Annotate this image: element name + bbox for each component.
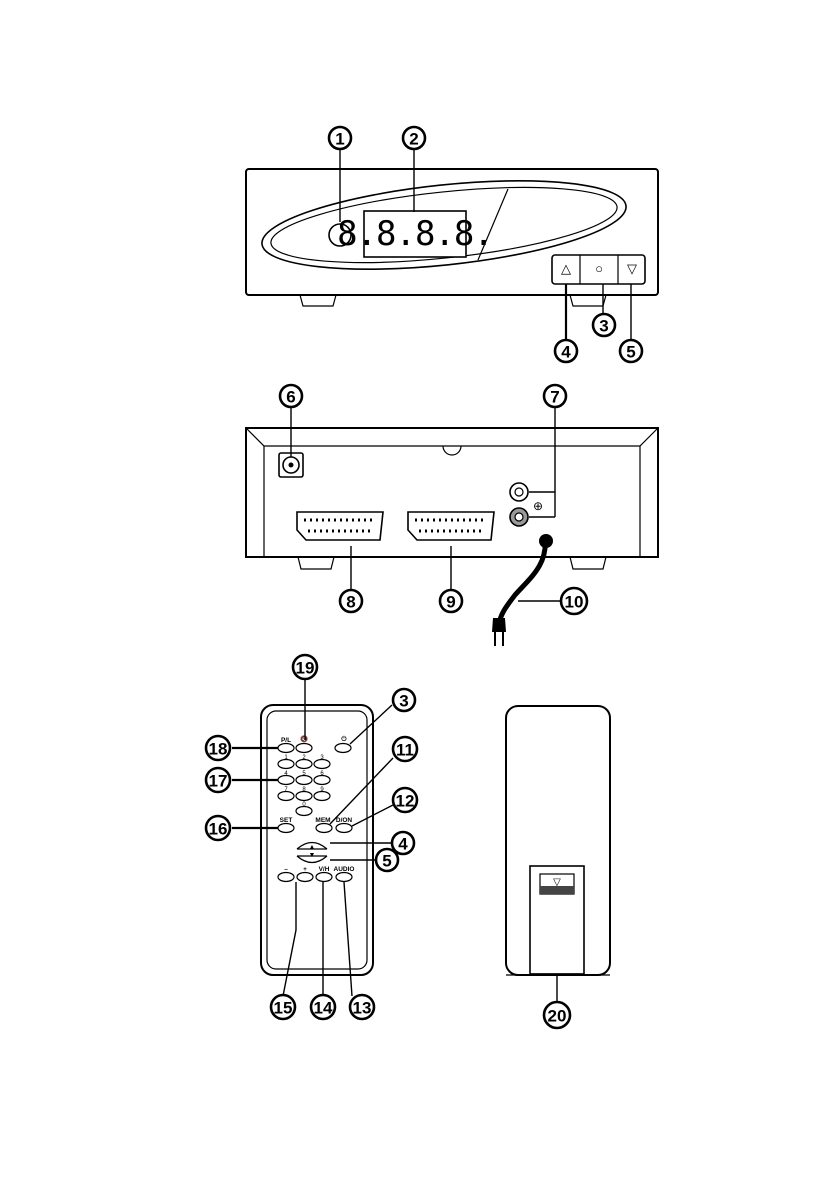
svg-text:20: 20 [548, 1007, 567, 1026]
svg-text:12: 12 [396, 792, 415, 811]
callout-4-front: 4 [555, 340, 577, 362]
scart-connector-1 [297, 512, 383, 540]
svg-text:11: 11 [396, 741, 414, 760]
svg-text:14: 14 [314, 999, 333, 1018]
svg-text:3: 3 [399, 692, 408, 711]
callout-1: 1 [329, 127, 351, 149]
svg-text:19: 19 [296, 659, 315, 678]
svg-text:5: 5 [626, 343, 635, 362]
svg-text:13: 13 [353, 999, 372, 1018]
svg-text:3: 3 [599, 317, 608, 336]
svg-text:7: 7 [550, 388, 559, 407]
rear-foot-left [298, 557, 334, 569]
svg-text:4: 4 [561, 343, 571, 362]
callout-5-front: 5 [620, 340, 642, 362]
callout-6: 6 [280, 385, 302, 407]
callout-13: 13 [350, 995, 374, 1019]
front-panel: 8.8.8.8. △ ○ ▽ [246, 166, 658, 306]
channel-up-button[interactable]: △ [561, 261, 571, 276]
svg-text:15: 15 [274, 999, 293, 1018]
front-foot-right [570, 295, 606, 306]
callout-12: 12 [393, 788, 417, 812]
callout-2: 2 [403, 127, 425, 149]
rear-panel: ⊕ [246, 428, 658, 646]
rocker-down-arrow-icon: ▼ [309, 852, 316, 859]
callout-4-remote: 4 [392, 832, 414, 854]
svg-text:1: 1 [335, 130, 344, 149]
svg-text:17: 17 [209, 772, 228, 791]
callout-8: 8 [340, 590, 362, 612]
front-foot-left [300, 295, 336, 306]
rear-foot-right [570, 557, 606, 569]
remote-back: ▽ [506, 706, 610, 975]
callout-18: 18 [206, 736, 230, 760]
callout-3-front: 3 [593, 314, 615, 336]
callout-14: 14 [311, 995, 335, 1019]
callout-19: 19 [293, 655, 317, 679]
callout-5-remote: 5 [376, 849, 398, 871]
callout-7: 7 [544, 385, 566, 407]
rocker-up-arrow-icon: ▲ [309, 844, 316, 851]
callout-9: 9 [440, 590, 462, 612]
svg-text:4: 4 [398, 835, 408, 854]
callout-15: 15 [271, 995, 295, 1019]
led-display-digits: 8.8.8.8. [337, 214, 493, 254]
remote-body [261, 705, 373, 975]
svg-text:5: 5 [382, 852, 391, 871]
power-label: ⏻ [341, 735, 347, 743]
svg-text:18: 18 [209, 740, 228, 759]
ground-symbol: ⊕ [533, 499, 543, 513]
callout-20: 20 [544, 1002, 570, 1028]
svg-text:2: 2 [409, 130, 418, 149]
svg-text:6: 6 [286, 388, 295, 407]
svg-text:10: 10 [565, 593, 584, 612]
mute-label: 🔇 [300, 735, 308, 743]
callout-10: 10 [561, 588, 587, 614]
channel-down-button[interactable]: ▽ [627, 261, 637, 276]
callout-16: 16 [206, 816, 230, 840]
callout-17: 17 [206, 768, 230, 792]
svg-text:8: 8 [346, 593, 355, 612]
svg-text:16: 16 [209, 820, 228, 839]
svg-text:9: 9 [446, 593, 455, 612]
scart-connector-2 [408, 512, 494, 540]
standby-button[interactable]: ○ [595, 261, 603, 276]
remote-control: P/L 🔇 ⏻ 1 2 3 4 5 6 7 8 9 0 [261, 705, 373, 975]
front-buttons: △ ○ ▽ [552, 255, 645, 284]
callout-3-remote: 3 [393, 689, 415, 711]
battery-latch-arrow-icon: ▽ [553, 877, 561, 888]
callout-11: 11 [393, 737, 417, 761]
